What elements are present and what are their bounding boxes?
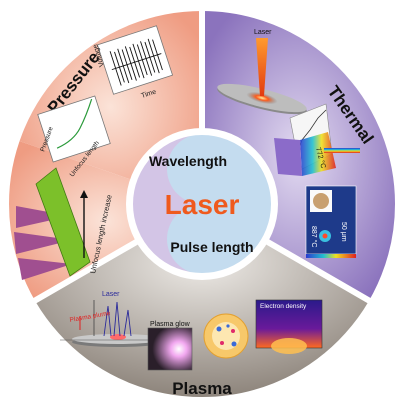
- outer-rim: [7, 9, 397, 399]
- plasma-plume-setup: [60, 300, 176, 347]
- center-top-label: Wavelength: [149, 153, 227, 169]
- center-bottom-label: Pulse length: [170, 239, 253, 255]
- thermal-temp-label-2: 887 °C: [310, 226, 318, 247]
- thermal-temperature-map: [274, 103, 360, 176]
- thermal-micrograph: [305, 185, 357, 258]
- plasma-title: Plasma: [172, 379, 232, 398]
- center-title: Laser: [165, 189, 240, 220]
- plasma-density-map: [255, 299, 323, 354]
- plasma-density-label: Electron density: [260, 303, 307, 310]
- thermal-laser-label: Laser: [254, 29, 272, 36]
- center-circle: [126, 128, 278, 280]
- plasma-glow-label: Plasma glow: [150, 321, 191, 328]
- pressure-voltage-chart: Time Voltage: [92, 25, 174, 100]
- pressure-arrow: [80, 190, 88, 258]
- voltage-chart-xlabel: Time: [140, 88, 157, 99]
- pressure-cones: [14, 167, 91, 280]
- thermal-scale-label: 50 μm: [340, 222, 347, 242]
- thermal-laser-disk: [217, 38, 307, 115]
- plasma-laser-label: Laser: [102, 291, 120, 298]
- plasma-particle-sphere: [203, 313, 249, 359]
- plasma-glow-image: [147, 327, 193, 371]
